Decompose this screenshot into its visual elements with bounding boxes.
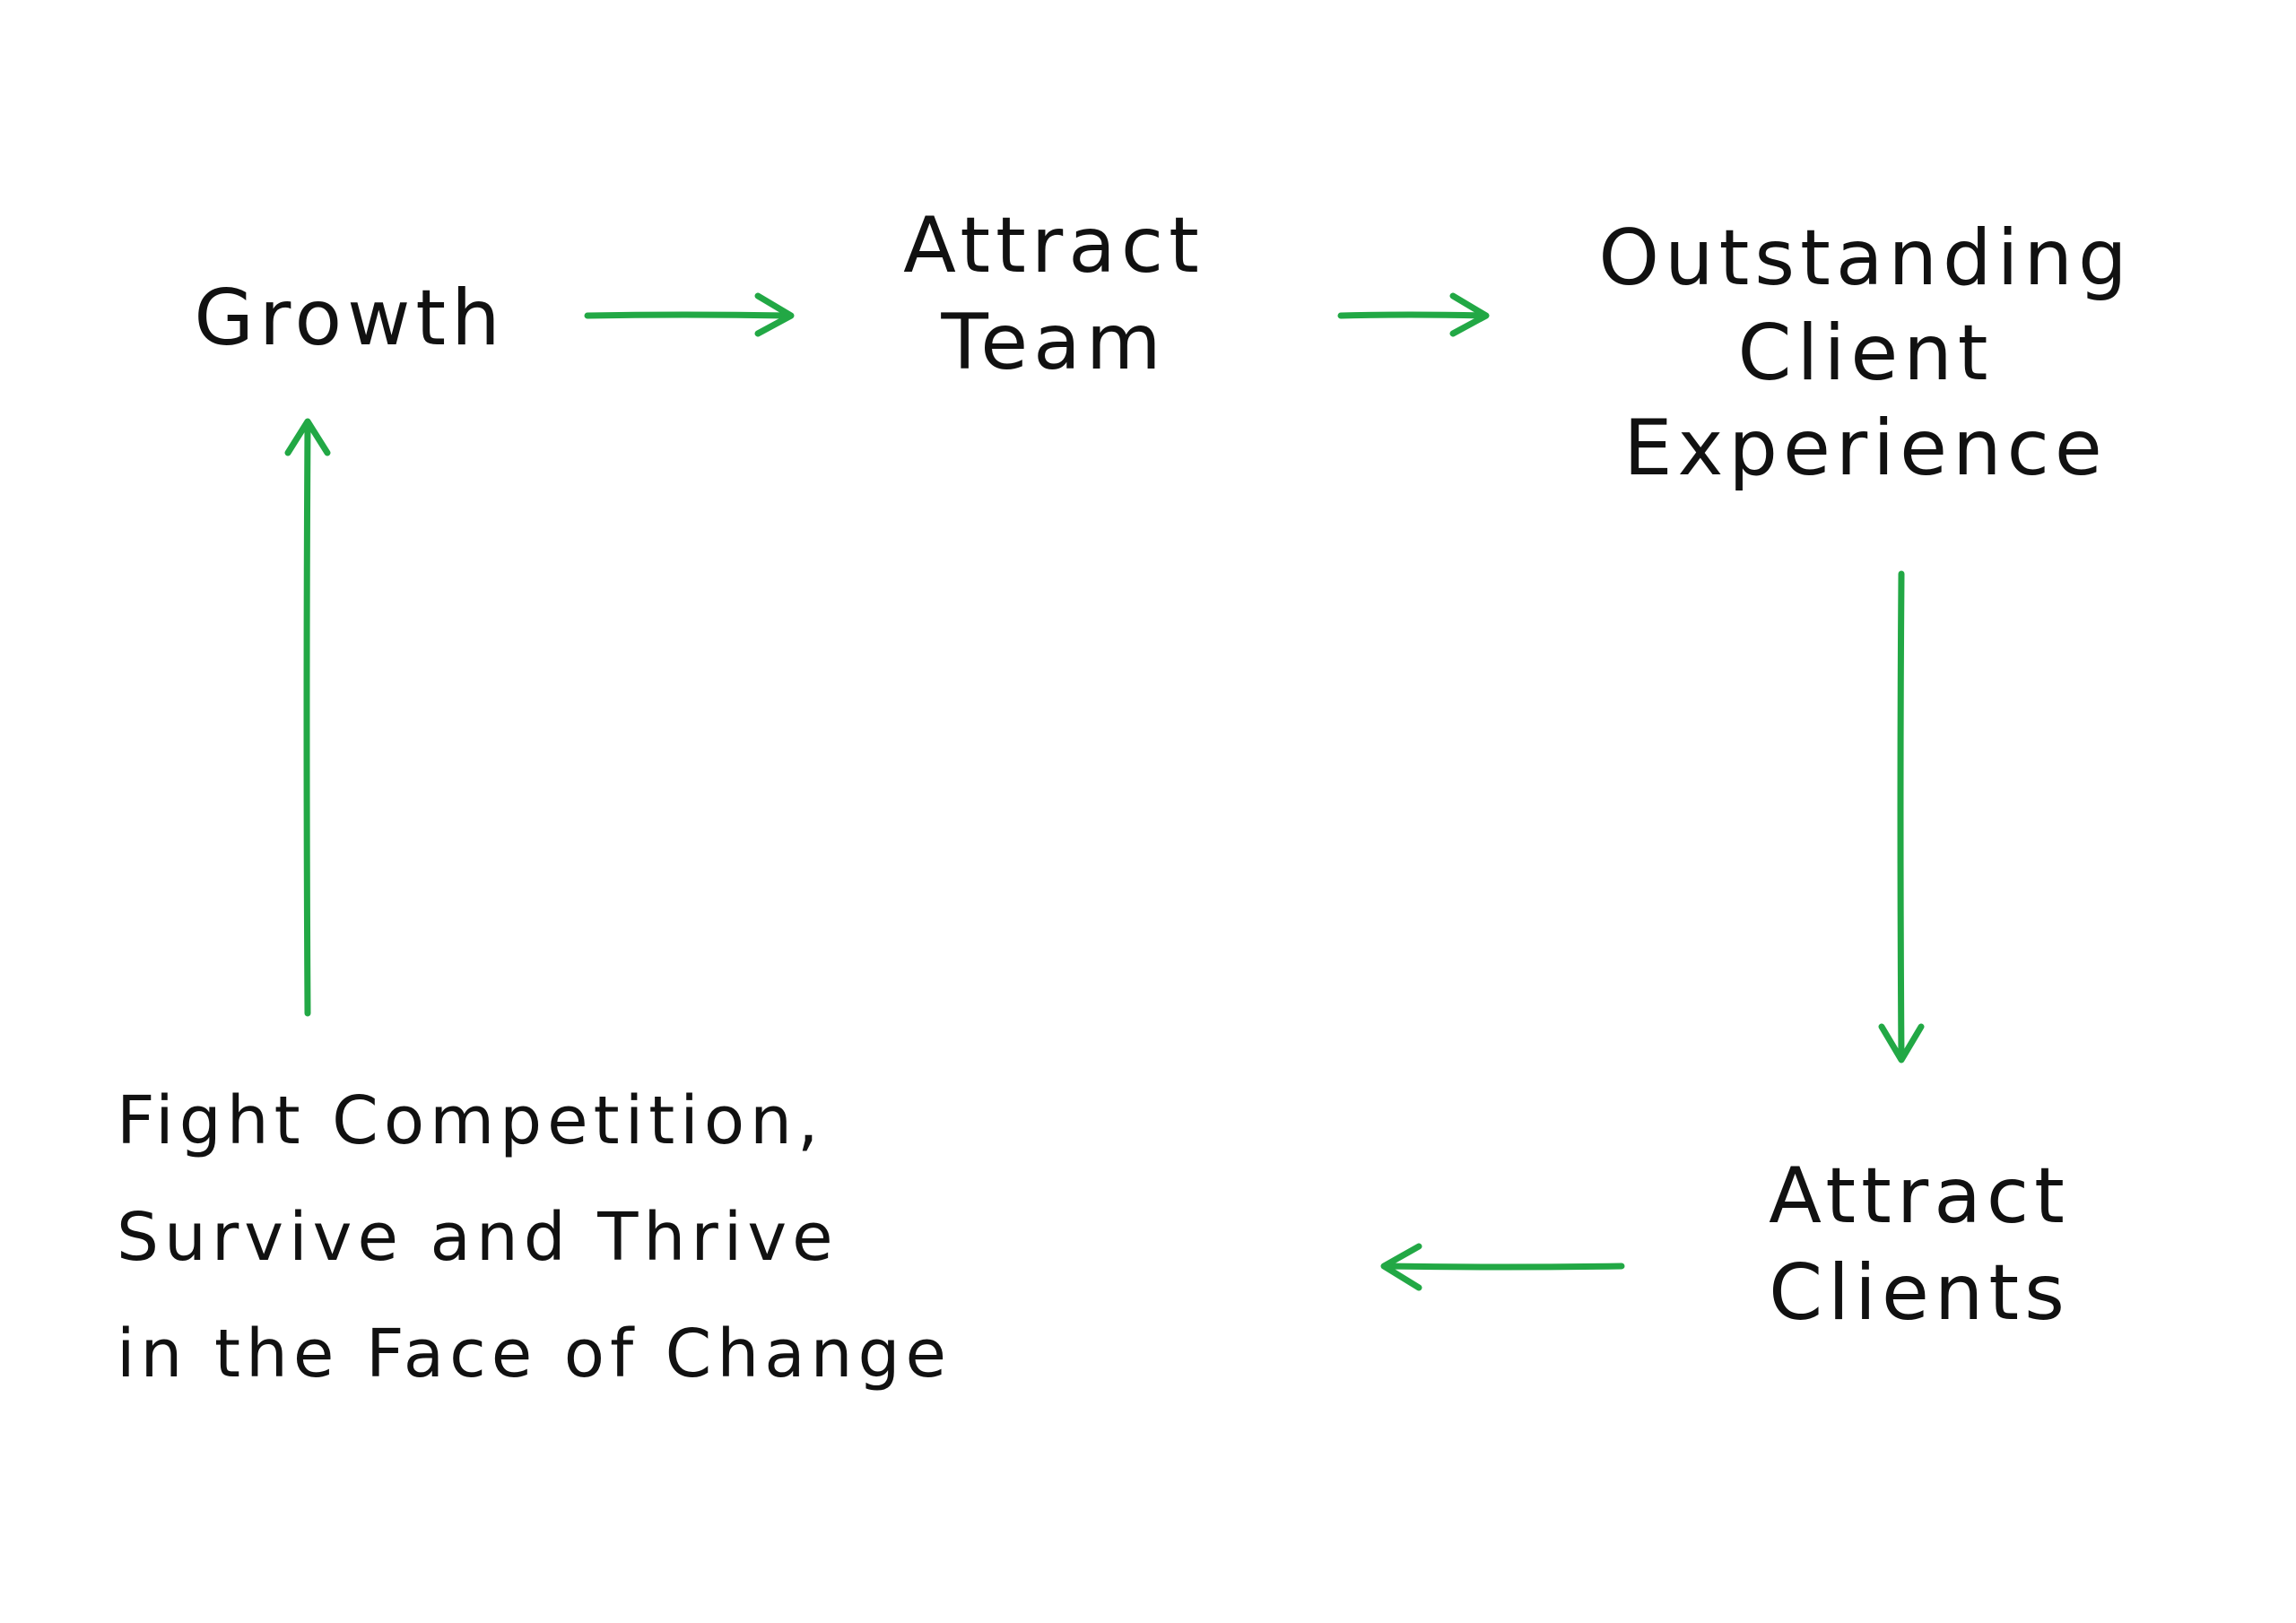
node-attract-clients-line-1: Attract (1769, 1151, 2070, 1241)
node-attract-team-line-1: Attract (903, 201, 1205, 291)
arrow-shaft (584, 311, 793, 319)
arrow-head (1878, 1023, 1925, 1063)
node-fight-line-2: Survive and Thrive (117, 1199, 839, 1276)
arrow-attract-clients-to-fight (1380, 1243, 1625, 1291)
arrow-growth-to-attract-team (584, 292, 795, 337)
arrow-head (284, 418, 331, 456)
arrow-shaft (303, 422, 311, 1017)
arrow-shaft (1897, 570, 1905, 1062)
arrow-head (1380, 1243, 1422, 1291)
node-outstanding-line-3: Experience (1623, 404, 2108, 493)
node-outstanding-line-2: Client (1737, 308, 1994, 398)
node-attract-team: Attract Team (812, 197, 1296, 391)
arrow-outstanding-to-attract-clients (1878, 570, 1925, 1063)
node-outstanding-line-1: Outstanding (1598, 213, 2133, 303)
node-attract-team-line-2: Team (941, 298, 1167, 387)
arrow-shaft (1337, 311, 1488, 319)
node-fight-line-1: Fight Competition, (117, 1082, 824, 1159)
arrow-fight-to-growth (284, 418, 331, 1017)
arrow-head (754, 292, 795, 337)
node-attract-clients-line-2: Clients (1769, 1248, 2070, 1338)
arrow-attract-team-to-outstanding (1337, 292, 1490, 337)
node-outstanding-client-experience: Outstanding Client Experience (1516, 211, 2215, 496)
node-growth-line-1: Growth (194, 273, 506, 363)
arrow-shaft (1382, 1263, 1625, 1271)
node-fight-line-3: in the Face of Change (117, 1315, 952, 1393)
node-growth: Growth (175, 273, 525, 363)
node-fight-competition: Fight Competition, Survive and Thrive in… (117, 1063, 1336, 1412)
arrow-head (1449, 292, 1490, 337)
node-attract-clients: Attract Clients (1641, 1148, 2197, 1341)
